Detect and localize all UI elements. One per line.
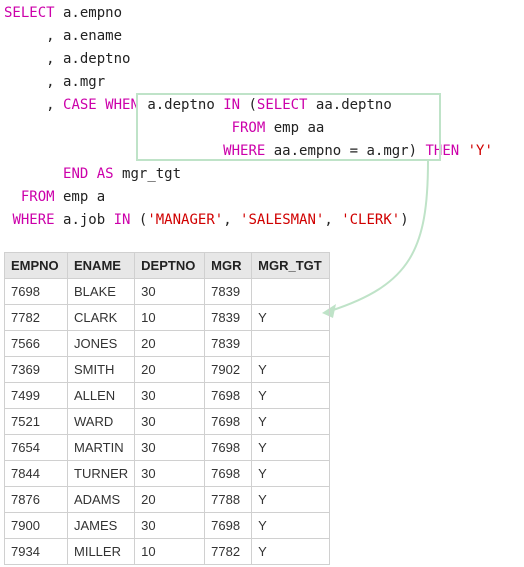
- table-header-row: EMPNO ENAME DEPTNO MGR MGR_TGT: [4, 252, 331, 279]
- cell: Y: [251, 538, 331, 565]
- cell: Y: [251, 408, 331, 435]
- sql-line-1: SELECT a.empno: [4, 5, 123, 21]
- sql-line-6: FROM emp aa: [231, 120, 325, 136]
- cell: 7698: [204, 434, 253, 461]
- cell: 10: [134, 538, 206, 565]
- subquery-highlight-box: [136, 93, 441, 161]
- sql-line-2: , a.ename: [4, 28, 123, 44]
- sql-line-9: FROM emp a: [20, 189, 106, 205]
- sql-line-5: , CASE WHEN a.deptno IN (SELECT aa.deptn…: [4, 97, 392, 113]
- cell: 7698: [4, 278, 68, 305]
- cell: Y: [251, 460, 331, 487]
- cell: 7839: [204, 304, 253, 331]
- cell: 7698: [204, 408, 253, 435]
- cell: JONES: [66, 330, 136, 357]
- sql-line-10: WHERE a.job IN ('MANAGER', 'SALESMAN', '…: [12, 212, 409, 228]
- col-header-mgr: MGR: [204, 252, 253, 279]
- cell: 30: [134, 278, 206, 305]
- cell: 7839: [204, 278, 253, 305]
- cell: 7839: [204, 330, 253, 357]
- cell: 7698: [204, 382, 253, 409]
- cell: 10: [134, 304, 206, 331]
- cell: 7369: [4, 356, 68, 383]
- cell: MARTIN: [66, 434, 136, 461]
- cell: BLAKE: [66, 278, 136, 305]
- cell: Y: [251, 512, 331, 539]
- cell: 7900: [4, 512, 68, 539]
- cell: WARD: [66, 408, 136, 435]
- cell: Y: [251, 382, 331, 409]
- cell: 30: [134, 408, 206, 435]
- cell: 20: [134, 356, 206, 383]
- sql-line-7: WHERE aa.empno = a.mgr) THEN 'Y': [223, 143, 493, 159]
- cell: 7698: [204, 512, 253, 539]
- cell: 7499: [4, 382, 68, 409]
- cell: 7698: [204, 460, 253, 487]
- col-header-ename: ENAME: [66, 252, 136, 279]
- cell: Y: [251, 356, 331, 383]
- cell: TURNER: [66, 460, 136, 487]
- cell: 7902: [204, 356, 253, 383]
- cell: 30: [134, 512, 206, 539]
- sql-line-8: END AS mgr_tgt: [63, 166, 182, 182]
- cell: [251, 330, 331, 357]
- cell: 20: [134, 330, 206, 357]
- cell: 7566: [4, 330, 68, 357]
- cell: 7788: [204, 486, 253, 513]
- cell: 7782: [4, 304, 68, 331]
- cell: 7844: [4, 460, 68, 487]
- col-header-deptno: DEPTNO: [134, 252, 206, 279]
- col-header-mgr-tgt: MGR_TGT: [251, 252, 331, 279]
- cell: Y: [251, 304, 331, 331]
- cell: 7521: [4, 408, 68, 435]
- cell: 30: [134, 434, 206, 461]
- cell: 7782: [204, 538, 253, 565]
- cell: 30: [134, 382, 206, 409]
- cell: [251, 278, 331, 305]
- cell: Y: [251, 486, 331, 513]
- cell: MILLER: [66, 538, 136, 565]
- cell: 30: [134, 460, 206, 487]
- cell: 7654: [4, 434, 68, 461]
- sql-line-4: , a.mgr: [4, 74, 106, 90]
- cell: JAMES: [66, 512, 136, 539]
- cell: SMITH: [66, 356, 136, 383]
- cell: 7934: [4, 538, 68, 565]
- cell: Y: [251, 434, 331, 461]
- cell: CLARK: [66, 304, 136, 331]
- sql-code-block: SELECT a.empno , a.ename , a.deptno , a.…: [0, 0, 524, 240]
- cell: 20: [134, 486, 206, 513]
- cell: ALLEN: [66, 382, 136, 409]
- cell: ADAMS: [66, 486, 136, 513]
- cell: 7876: [4, 486, 68, 513]
- sql-line-3: , a.deptno: [4, 51, 131, 67]
- col-header-empno: EMPNO: [4, 252, 68, 279]
